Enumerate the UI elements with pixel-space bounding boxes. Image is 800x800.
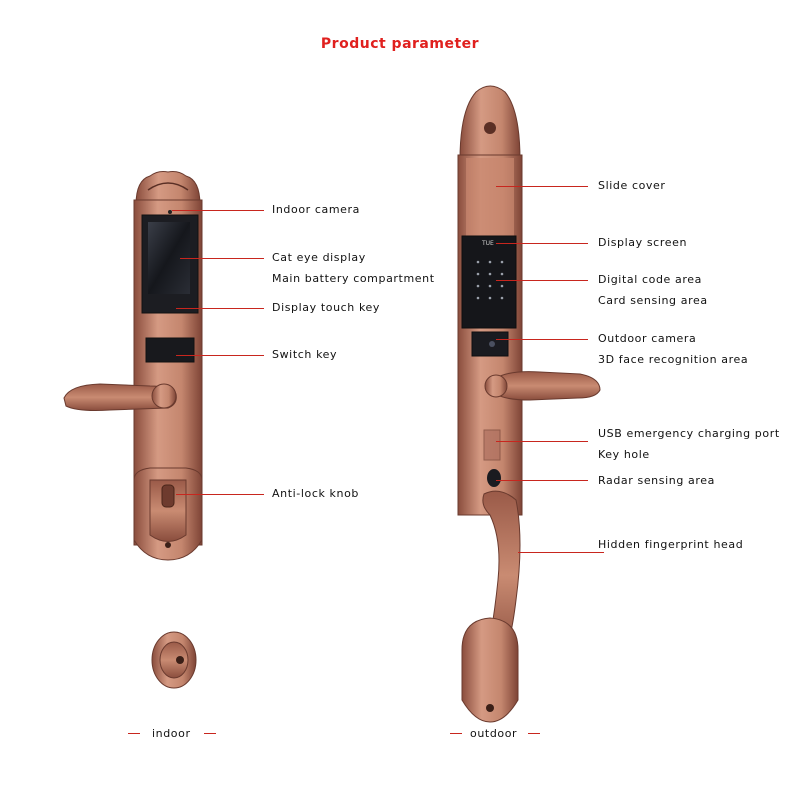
outdoor-screen-text: TUE (481, 240, 494, 247)
label-digital-code-area: Digital code area (598, 273, 702, 286)
leader-usb-charging (496, 441, 588, 442)
caption-indoor: indoor (152, 727, 191, 740)
caption-dash (128, 733, 140, 734)
label-switch-key: Switch key (272, 348, 338, 361)
label-outdoor-camera: Outdoor camera (598, 332, 697, 345)
leader-hidden-fingerprint (518, 552, 604, 553)
leader-slide-cover (496, 186, 588, 187)
leader-switch-key (176, 355, 264, 356)
label-slide-cover: Slide cover (598, 179, 666, 192)
leader-anti-lock-knob (176, 494, 264, 495)
caption-dash (528, 733, 540, 734)
label-hidden-fingerprint: Hidden fingerprint head (598, 538, 744, 551)
leader-radar-sensing (496, 480, 588, 481)
leader-display-screen (496, 243, 588, 244)
label-display-screen: Display screen (598, 236, 688, 249)
leader-outdoor-camera (496, 339, 588, 340)
label-radar-sensing: Radar sensing area (598, 474, 715, 487)
caption-dash (450, 733, 462, 734)
label-indoor-camera: Indoor camera (272, 203, 361, 216)
label-cat-eye-display: Cat eye display (272, 251, 366, 264)
label-display-touch-key: Display touch key (272, 301, 381, 314)
label-usb-charging: USB emergency charging port (598, 427, 780, 440)
leader-digital-code-area (496, 280, 588, 281)
caption-outdoor: outdoor (470, 727, 518, 740)
leader-indoor-camera (172, 210, 264, 211)
label-key-hole: Key hole (598, 448, 650, 461)
leader-cat-eye-display (180, 258, 264, 259)
indoor-lock-body (63, 171, 203, 561)
label-card-sensing-area: Card sensing area (598, 294, 708, 307)
caption-dash (204, 733, 216, 734)
leader-display-touch-key (176, 308, 264, 309)
label-anti-lock-knob: Anti-lock knob (272, 487, 359, 500)
page-title: Product parameter (320, 36, 480, 52)
outdoor-lock-body: TUE (457, 85, 601, 723)
indoor-rosette (151, 631, 197, 689)
label-face-recognition: 3D face recognition area (598, 353, 749, 366)
label-main-battery: Main battery compartment (272, 272, 435, 285)
